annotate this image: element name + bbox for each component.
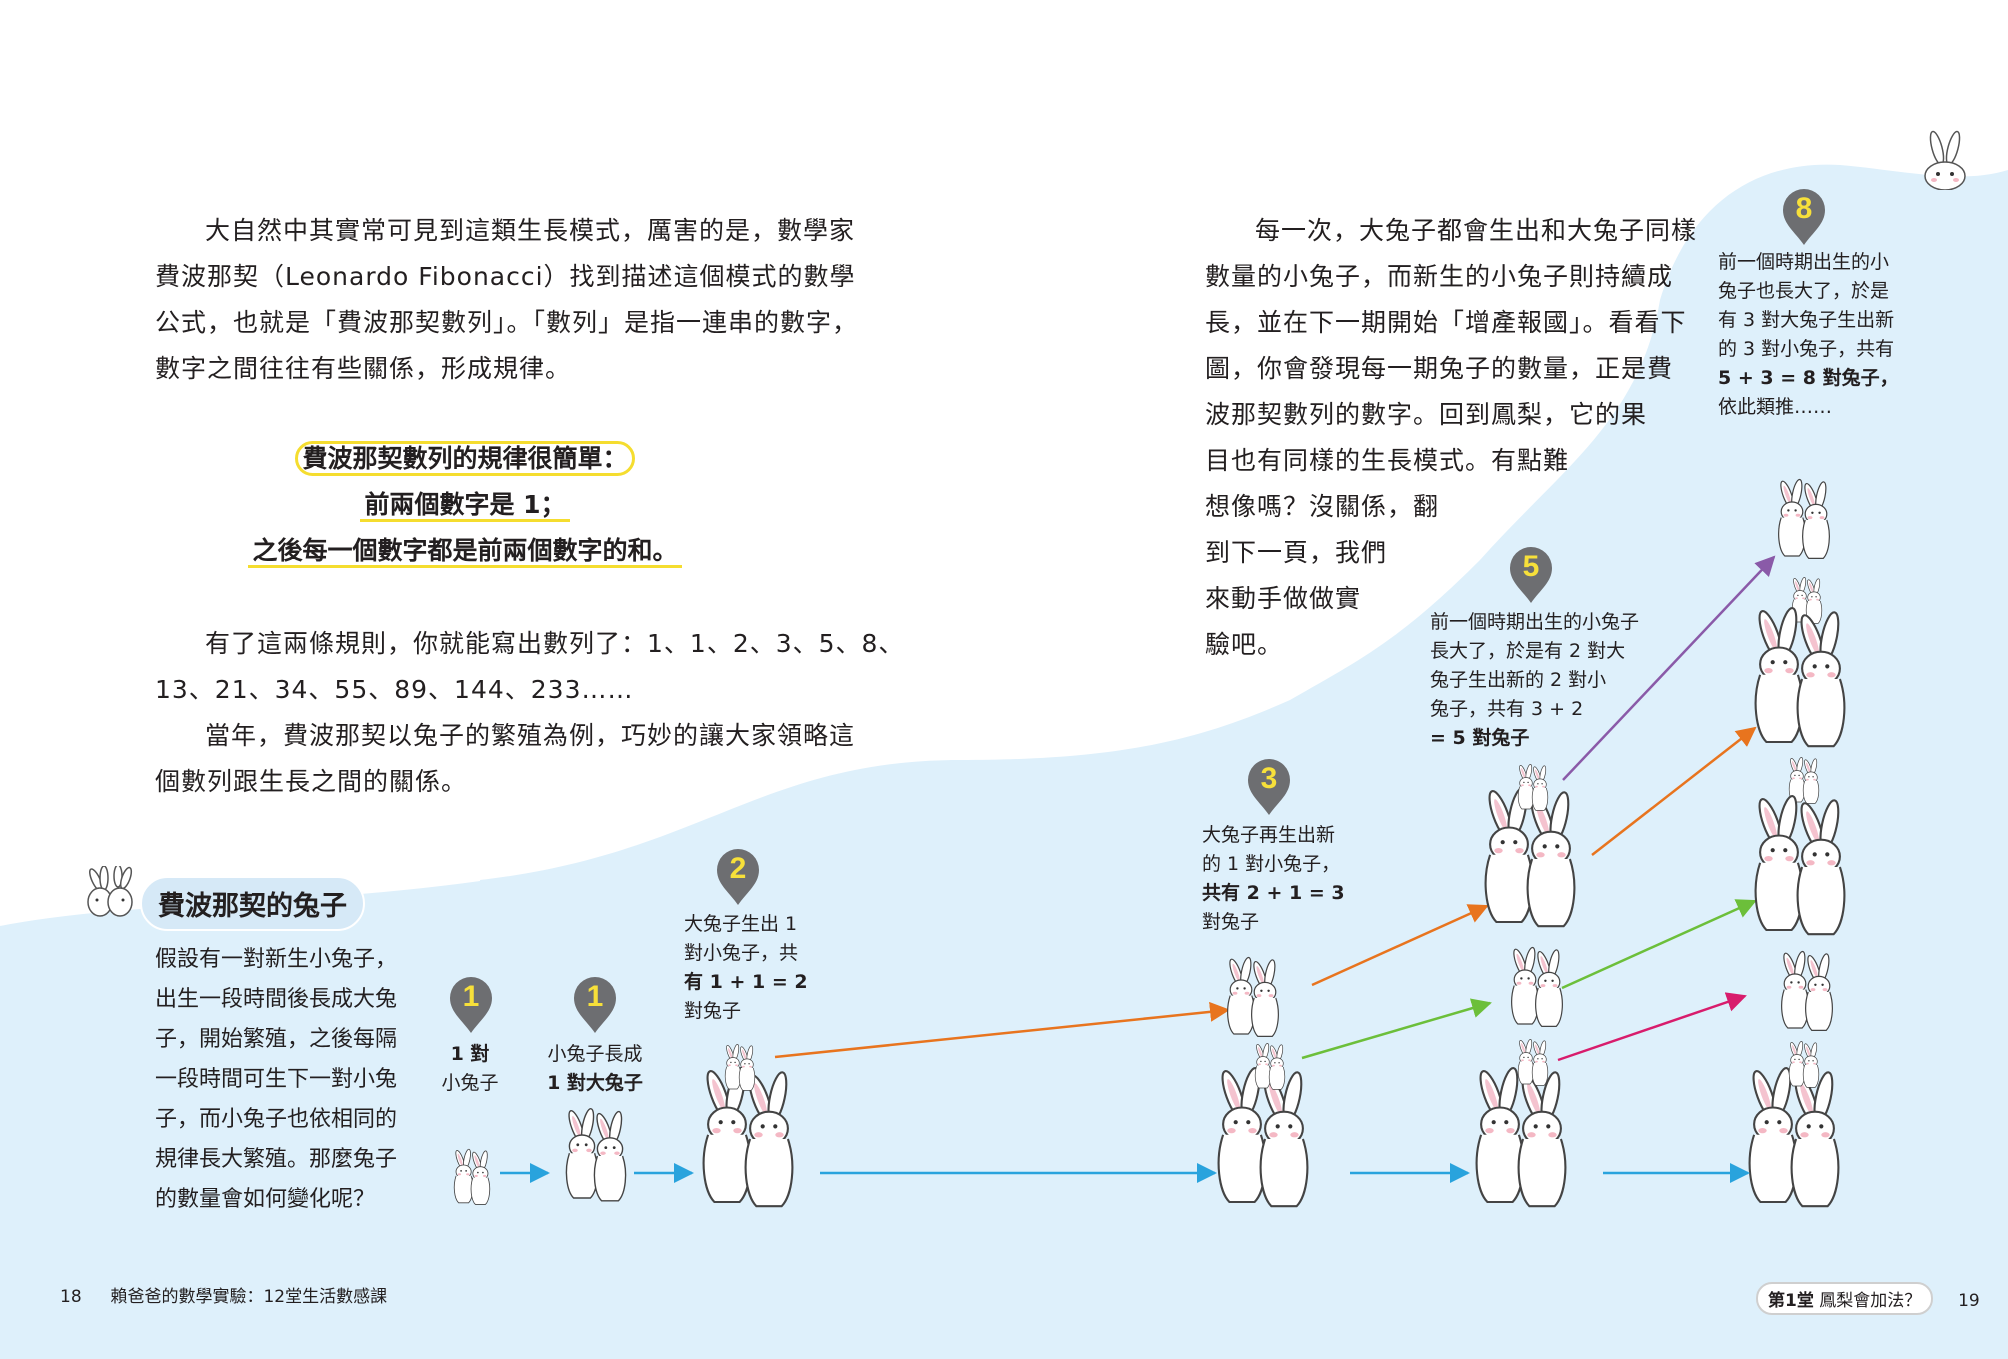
stage-number: 5 — [1522, 550, 1540, 583]
stage-label-line: = 5 對兔子 — [1430, 727, 1530, 749]
rule-text: 前兩個數字是 1； — [360, 490, 570, 522]
history-line: 當年，費波那契以兔子的繁殖為例，巧妙的讓大家領略這 — [205, 721, 856, 750]
right-line: 想像嗎？沒關係，翻 — [1205, 492, 1440, 521]
stage-pin-icon — [717, 849, 759, 905]
stage-number: 1 — [462, 980, 480, 1013]
rule-line-2: 前兩個數字是 1； — [150, 482, 780, 528]
stage-label-1: 1 對 小兔子 — [420, 1040, 520, 1098]
sequence-line: 13、21、34、55、89、144、233…… — [155, 675, 634, 704]
stage-label-line: 大兔子再生出新 — [1202, 824, 1336, 846]
stage-label-line: 有 1 + 1 = 2 — [684, 971, 808, 993]
rabbit-peek-icon — [1924, 130, 1966, 190]
box-line: 假設有一對新生小兔子， — [155, 947, 398, 972]
box-line: 出生一段時間後長成大兔 — [155, 987, 398, 1012]
intro-line: 公式，也就是「費波那契數列」。「數列」是指一連串的數字， — [155, 308, 859, 337]
intro-line: 費波那契（Leonardo Fibonacci）找到描述這個模式的數學 — [155, 262, 856, 291]
right-line: 長，並在下一期開始「增產報國」。看看下 — [1205, 308, 1687, 337]
page-number-left: 18 — [60, 1287, 82, 1307]
history-line: 個數列跟生長之間的關係。 — [155, 767, 468, 796]
box-line: 子，開始繁殖，之後每隔 — [155, 1027, 398, 1052]
stage-label-line: 有 3 對大兔子生出新 — [1718, 309, 1895, 331]
stage-pin-4: 3 — [1246, 758, 1292, 816]
right-line: 數量的小兔子，而新生的小兔子則持續成 — [1205, 262, 1674, 291]
chapter-title: 鳳梨會加法？ — [1819, 1291, 1922, 1311]
rule-line-1: 費波那契數列的規律很簡單： — [150, 436, 780, 482]
right-line: 來動手做做實 — [1205, 584, 1362, 613]
right-paragraph: 每一次，大兔子都會生出和大兔子同樣 數量的小兔子，而新生的小兔子則持續成 長，並… — [1205, 208, 1697, 668]
rabbit-pair-icon — [87, 866, 133, 917]
stage-label-line: 對兔子 — [1202, 911, 1260, 933]
stage-label-line: 長大了，於是有 2 對大 — [1430, 640, 1626, 662]
stage-label-2: 小兔子長成 1 對大兔子 — [535, 1040, 655, 1098]
stage-label-3: 大兔子生出 1 對小兔子，共 有 1 + 1 = 2 對兔子 — [684, 910, 808, 1026]
footer-right: 第1堂 鳳梨會加法？ 19 — [1756, 1282, 1980, 1315]
intro-line: 數字之間往往有些關係，形成規律。 — [155, 354, 572, 383]
stage-label-line: 對兔子 — [684, 1000, 742, 1022]
stage-label-line: 依此類推…… — [1718, 396, 1833, 418]
stage-number: 2 — [729, 852, 747, 885]
stage-label-line: 前一個時期出生的小兔子 — [1430, 611, 1640, 633]
stage-label-4: 大兔子再生出新 的 1 對小兔子， 共有 2 + 1 = 3 對兔子 — [1202, 821, 1345, 937]
stage-label-line: 兔子也長大了，於是 — [1718, 280, 1890, 302]
chapter-chip: 第1堂 鳳梨會加法？ — [1756, 1282, 1934, 1315]
stage-label-line: 共有 2 + 1 = 3 — [1202, 882, 1345, 904]
box-line: 子，而小兔子也依相同的 — [155, 1107, 398, 1132]
stage-pin-icon — [1510, 547, 1552, 603]
page-number-right: 19 — [1958, 1291, 1980, 1311]
stage-pin-2: 1 — [572, 976, 618, 1034]
stage-label-line: 前一個時期出生的小 — [1718, 251, 1890, 273]
stage-label-line: 兔子，共有 3 + 2 — [1430, 698, 1584, 720]
right-line: 波那契數列的數字。回到鳳梨，它的果 — [1205, 400, 1648, 429]
stage-label-line: 1 對 — [450, 1043, 490, 1065]
stage-label-line: 的 3 對小兔子，共有 — [1718, 338, 1895, 360]
stage-label-line: 對小兔子，共 — [684, 942, 799, 964]
stage-pin-icon — [1248, 759, 1290, 815]
stage-pin-icon — [1783, 189, 1825, 245]
stage-pin-3: 2 — [715, 848, 761, 906]
stage-label-line: 大兔子生出 1 — [684, 913, 798, 935]
stage-label-5: 前一個時期出生的小兔子 長大了，於是有 2 對大 兔子生出新的 2 對小 兔子，… — [1430, 608, 1639, 753]
chapter-label: 第1堂 — [1768, 1291, 1814, 1311]
rule-text: 費波那契數列的規律很簡單： — [295, 441, 635, 476]
right-line: 圖，你會發現每一期兔子的數量，正是費 — [1205, 354, 1674, 383]
stage-label-line: 1 對大兔子 — [547, 1072, 643, 1094]
stage-number: 1 — [586, 980, 604, 1013]
stage-label-line: 兔子生出新的 2 對小 — [1430, 669, 1607, 691]
book-title: 賴爸爸的數學實驗：12堂生活數感課 — [110, 1287, 388, 1307]
right-line: 每一次，大兔子都會生出和大兔子同樣 — [1255, 216, 1698, 245]
stage-pin-icon — [450, 977, 492, 1033]
right-line: 目也有同樣的生長模式。有點難 — [1205, 446, 1570, 475]
sequence-paragraph: 有了這兩條規則，你就能寫出數列了：1、1、2、3、5、8、 13、21、34、5… — [155, 621, 904, 805]
stage-label-8: 前一個時期出生的小 兔子也長大了，於是 有 3 對大兔子生出新 的 3 對小兔子… — [1718, 248, 1899, 422]
right-line: 到下一頁，我們 — [1205, 538, 1388, 567]
intro-paragraph: 大自然中其實常可見到這類生長模式，厲害的是，數學家 費波那契（Leonardo … — [155, 208, 858, 392]
intro-line: 大自然中其實常可見到這類生長模式，厲害的是，數學家 — [205, 216, 856, 245]
box-line: 規律長大繁殖。那麼兔子 — [155, 1147, 398, 1172]
stage-pin-icon — [574, 977, 616, 1033]
stage-number: 3 — [1260, 762, 1278, 795]
stage-pin-5: 5 — [1508, 546, 1554, 604]
box-line: 的數量會如何變化呢？ — [155, 1187, 376, 1212]
sequence-line: 有了這兩條規則，你就能寫出數列了：1、1、2、3、5、8、 — [205, 629, 905, 658]
box-line: 一段時間可生下一對小兔 — [155, 1067, 398, 1092]
question-box: 假設有一對新生小兔子， 出生一段時間後長成大兔 子，開始繁殖，之後每隔 一段時間… — [155, 940, 397, 1220]
rule-text: 之後每一個數字都是前兩個數字的和。 — [248, 536, 682, 568]
stage-label-line: 的 1 對小兔子， — [1202, 853, 1341, 875]
stage-label-line: 小兔子 — [441, 1072, 499, 1094]
stage-label-line: 5 + 3 = 8 對兔子， — [1718, 367, 1899, 389]
stage-pin-8: 8 — [1781, 188, 1827, 246]
footer-left: 18 賴爸爸的數學實驗：12堂生活數感課 — [60, 1282, 387, 1307]
right-line: 驗吧。 — [1205, 630, 1284, 659]
section-title: 費波那契的兔子 — [140, 876, 365, 931]
stage-label-line: 小兔子長成 — [547, 1043, 643, 1065]
stage-pin-1: 1 — [448, 976, 494, 1034]
rule-line-3: 之後每一個數字都是前兩個數字的和。 — [150, 528, 780, 574]
stage-number: 8 — [1795, 192, 1813, 225]
